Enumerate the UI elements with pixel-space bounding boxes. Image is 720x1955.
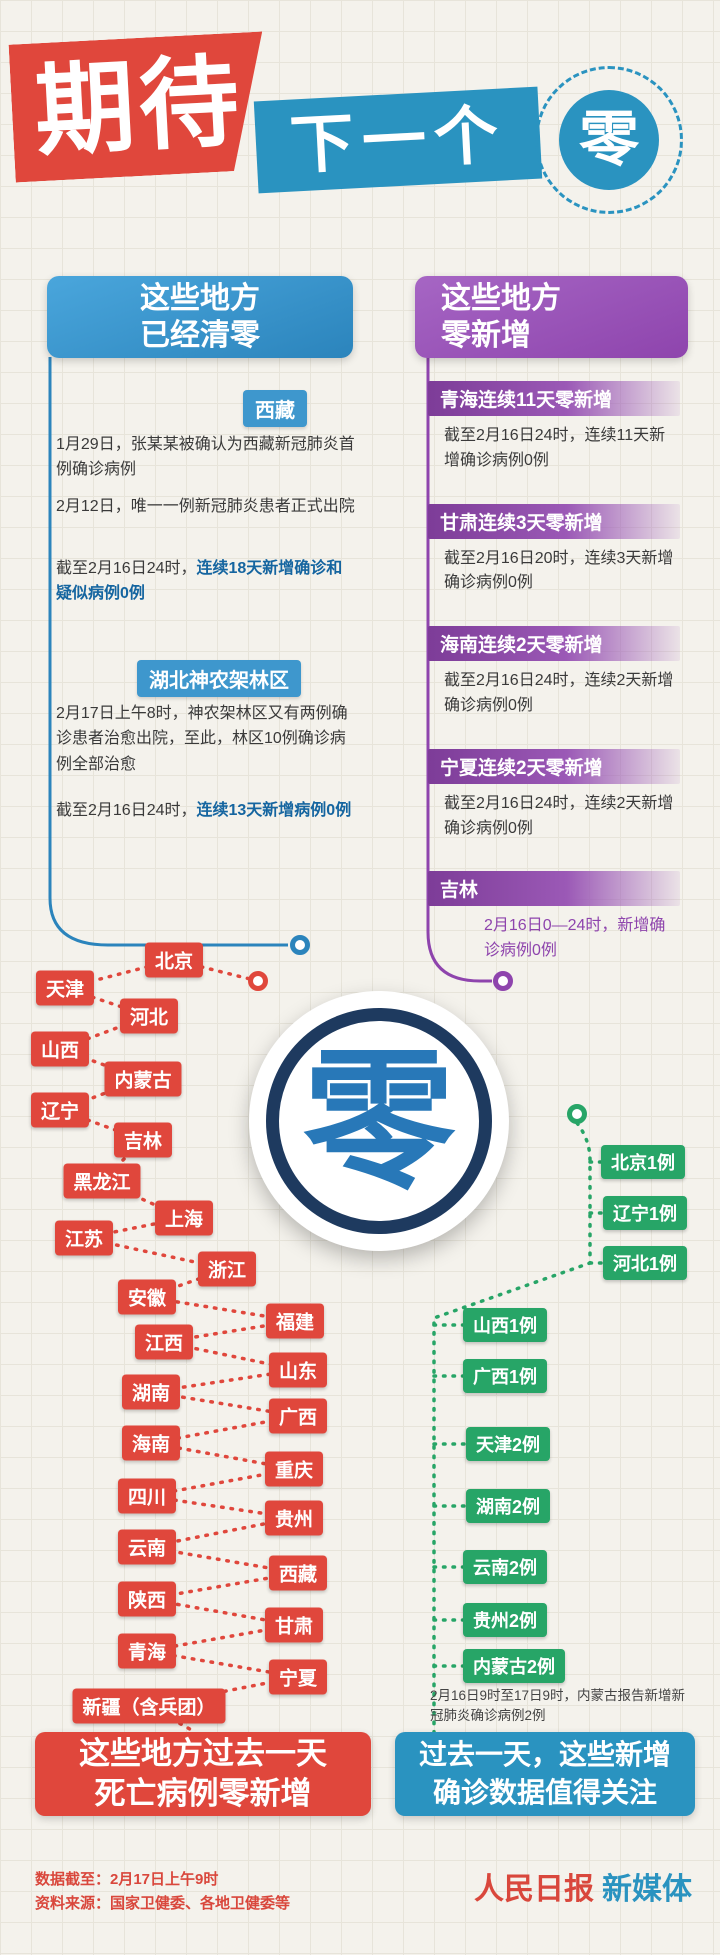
- zero-new-desc-jilin: 2月16日0—24时，新增确诊病例0例: [484, 917, 666, 960]
- newcase-tag-beijing: 北京1例: [600, 1145, 686, 1179]
- zero-new-label-ningxia: 宁夏连续2天零新增: [428, 748, 680, 784]
- node-zero-death-icon: [248, 971, 268, 991]
- zero-death-banner-line2: 死亡病例零新增: [94, 1776, 312, 1811]
- province-tag-fujian: 福建: [265, 1303, 325, 1339]
- province-tag-jiangsu: 江苏: [54, 1220, 114, 1256]
- newcase-tag-yunnan: 云南2例: [462, 1550, 548, 1584]
- cleared-title-line2: 已经清零: [140, 319, 260, 352]
- province-tag-shaanxi: 陕西: [117, 1581, 177, 1617]
- header-word-qidai: 期待: [32, 45, 246, 169]
- zero-new-label-qinghai: 青海连续11天零新增: [428, 381, 680, 416]
- footer-data-cutoff: 数据截至：2月17日上午9时: [35, 1871, 219, 1888]
- province-tag-hebei: 河北: [119, 998, 179, 1034]
- zero-new-item: 青海连续11天零新增 截至2月16日24时，连续11天新增确诊病例0例: [428, 381, 698, 474]
- publisher-logo-main: 人民日报: [474, 1872, 594, 1907]
- publisher-logo-sub: 新媒体: [602, 1873, 692, 1906]
- province-tag-neimenggu: 内蒙古: [104, 1061, 182, 1097]
- connector-dotted-green-stubs: [432, 1160, 607, 1668]
- zero-new-list: 青海连续11天零新增 截至2月16日24时，连续11天新增确诊病例0例 甘肃连续…: [428, 381, 698, 994]
- xizang-paragraph-2: 2月12日，唯一一例新冠肺炎患者正式出院: [56, 498, 355, 515]
- region-tag-shennongjia: 湖北神农架林区: [137, 660, 301, 697]
- newcase-tag-hebei: 河北1例: [602, 1246, 688, 1280]
- xizang-paragraph-1: 1月29日，张某某被确认为西藏新冠肺炎首例确诊病例: [56, 436, 355, 479]
- node-new-cases-icon: [567, 1104, 587, 1124]
- zero-new-item: 甘肃连续3天零新增 截至2月16日20时，连续3天新增确诊病例0例: [428, 503, 698, 597]
- province-tag-shandong: 山东: [268, 1352, 328, 1388]
- zero-death-banner: 这些地方过去一天 死亡病例零新增: [35, 1732, 371, 1816]
- newcase-tag-liaoning: 辽宁1例: [602, 1196, 688, 1230]
- xizang-paragraph-3: 截至2月16日24时，连续18天新增确诊和疑似病例0例: [56, 556, 358, 607]
- new-cases-banner-line2: 确诊数据值得关注: [432, 1777, 657, 1808]
- province-tag-zhejiang: 浙江: [197, 1251, 257, 1287]
- zero-new-desc-ningxia: 截至2月16日24时，连续2天新增确诊病例0例: [444, 794, 674, 837]
- node-zero-new-icon: [493, 971, 513, 991]
- zero-new-desc-gansu: 截至2月16日20时，连续3天新增确诊病例0例: [444, 549, 674, 592]
- province-tag-qinghai: 青海: [117, 1633, 177, 1669]
- shennongjia-p2-highlight: 连续13天新增病例0例: [196, 802, 352, 819]
- province-tag-gansu: 甘肃: [264, 1607, 324, 1643]
- zero-new-item: 吉林 2月16日0—24时，新增确诊病例0例: [428, 871, 698, 964]
- newcase-note-neimenggu: 2月16日9时至17日9时，内蒙古报告新增新冠肺炎确诊病例2例: [430, 1688, 686, 1723]
- newcase-tag-shanxi: 山西1例: [462, 1308, 548, 1342]
- new-cases-banner: 过去一天，这些新增 确诊数据值得关注: [395, 1732, 695, 1816]
- header-zero-badge: 零: [535, 66, 683, 214]
- newcase-tag-guizhou: 贵州2例: [462, 1603, 548, 1637]
- zero-new-item: 海南连续2天零新增 截至2月16日24时，连续2天新增确诊病例0例: [428, 626, 698, 719]
- header-zero-char: 零: [579, 106, 639, 173]
- newcase-tag-guangxi: 广西1例: [462, 1359, 548, 1393]
- central-zero-circle: 零: [249, 991, 509, 1251]
- cleared-title-line1: 这些地方: [140, 282, 260, 315]
- province-tag-liaoning: 辽宁: [30, 1092, 90, 1128]
- newcase-tag-hunan: 湖南2例: [465, 1489, 551, 1523]
- province-tag-chongqing: 重庆: [264, 1451, 324, 1487]
- publisher-logo: 人民日报新媒体: [474, 1864, 692, 1908]
- province-tag-sichuan: 四川: [117, 1478, 177, 1514]
- footer-source: 资料来源：国家卫健委、各地卫健委等: [35, 1895, 291, 1912]
- zero-new-label-gansu: 甘肃连续3天零新增: [428, 503, 680, 539]
- province-tag-jilin: 吉林: [113, 1122, 173, 1158]
- shennongjia-paragraph-2: 截至2月16日24时，连续13天新增病例0例: [56, 798, 358, 823]
- province-tag-tianjin: 天津: [35, 970, 95, 1006]
- zero-new-desc-qinghai: 截至2月16日24时，连续11天新增确诊病例0例: [444, 427, 666, 469]
- zero-new-label-jilin: 吉林: [428, 871, 680, 907]
- header-banner-qidai: 期待: [9, 31, 270, 182]
- cleared-section-title: 这些地方 已经清零: [47, 276, 353, 358]
- central-zero-ring: 零: [266, 1008, 492, 1234]
- zero-new-desc-hainan: 截至2月16日24时，连续2天新增确诊病例0例: [444, 672, 674, 714]
- new-cases-banner-line1: 过去一天，这些新增: [418, 1739, 671, 1770]
- zero-new-title-line1: 这些地方: [441, 282, 561, 315]
- zero-new-item: 宁夏连续2天零新增 截至2月16日24时，连续2天新增确诊病例0例: [428, 748, 698, 842]
- province-tag-xinjiang: 新疆（含兵团）: [72, 1688, 226, 1724]
- province-tag-shanxi: 山西: [30, 1031, 90, 1067]
- province-tag-hainan: 海南: [121, 1425, 181, 1461]
- shennongjia-p2-normal: 截至2月16日24时，: [56, 802, 197, 819]
- region-tag-xizang: 西藏: [243, 390, 307, 427]
- newcase-tag-neimenggu: 内蒙古2例: [462, 1649, 566, 1683]
- province-tag-ningxia: 宁夏: [268, 1659, 328, 1695]
- province-tag-guangxi: 广西: [268, 1398, 328, 1434]
- xizang-p3-normal: 截至2月16日24时，: [56, 560, 197, 577]
- province-tag-anhui: 安徽: [117, 1279, 177, 1315]
- province-tag-jiangxi: 江西: [134, 1324, 194, 1360]
- province-tag-xizang: 西藏: [268, 1555, 328, 1591]
- province-tag-heilongjiang: 黑龙江: [63, 1163, 141, 1199]
- province-tag-hunan: 湖南: [121, 1374, 181, 1410]
- province-tag-beijing: 北京: [144, 942, 204, 978]
- header-banner-xiayige: 下一个: [253, 86, 543, 194]
- header-word-xiayige: 下一个: [288, 98, 508, 182]
- shennongjia-paragraph-1: 2月17日上午8时，神农架林区又有两例确诊患者治愈出院，至此，林区10例确诊病例…: [56, 705, 348, 773]
- province-tag-shanghai: 上海: [154, 1200, 214, 1236]
- newcase-tag-tianjin: 天津2例: [465, 1427, 551, 1461]
- node-cleared-icon: [290, 935, 310, 955]
- zero-new-label-hainan: 海南连续2天零新增: [428, 626, 680, 662]
- zero-death-banner-line1: 这些地方过去一天: [79, 1736, 327, 1771]
- province-tag-yunnan: 云南: [117, 1529, 177, 1565]
- province-tag-guizhou: 贵州: [264, 1500, 324, 1536]
- central-zero-char: 零: [303, 1031, 455, 1210]
- header-zero-badge-inner: 零: [559, 90, 659, 190]
- zero-new-title-line2: 零新增: [441, 319, 531, 352]
- zero-new-section-title: 这些地方 零新增: [415, 276, 688, 358]
